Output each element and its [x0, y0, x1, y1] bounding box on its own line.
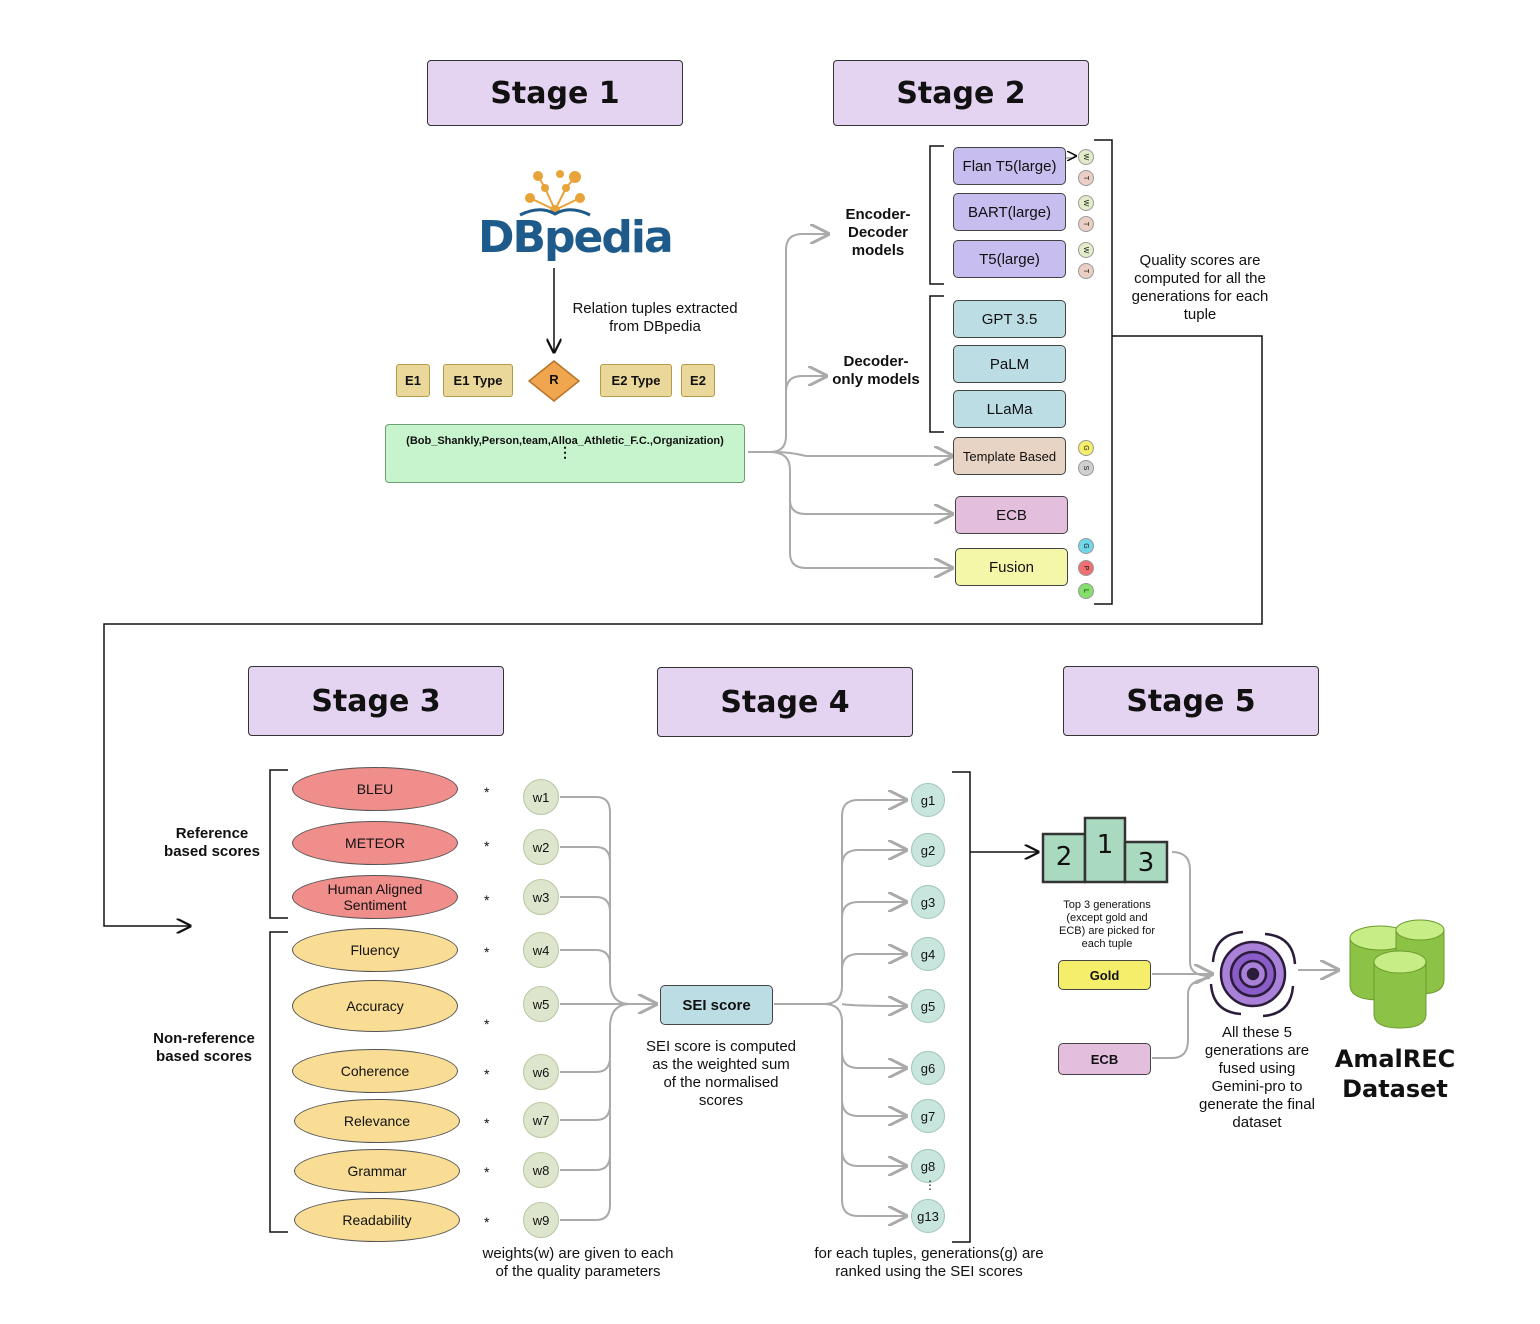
tuple-box: (Bob_Shankly,Person,team,Alloa_Athletic_…	[385, 424, 745, 483]
tuple-text: (Bob_Shankly,Person,team,Alloa_Athletic_…	[406, 435, 724, 447]
model-flan-t5: Flan T5(large)	[953, 147, 1066, 185]
gen-g4: g4	[911, 937, 945, 971]
weight-w4: w4	[523, 932, 559, 968]
fusion-box: Fusion	[955, 548, 1068, 586]
metric-meteor: METEOR	[292, 821, 458, 865]
weight-w1: w1	[523, 779, 559, 815]
gen-g5: g5	[911, 989, 945, 1023]
podium-rank-1: 1	[1096, 830, 1114, 860]
model-gpt35: GPT 3.5	[953, 300, 1066, 338]
galaxy-icon	[1209, 930, 1297, 1018]
metric-coherence: Coherence	[292, 1049, 458, 1093]
model-palm: PaLM	[953, 345, 1066, 383]
multiply-sign: *	[484, 1066, 490, 1082]
multiply-sign: *	[484, 1214, 490, 1230]
mini-g-icon: G	[1078, 440, 1094, 456]
metric-bleu: BLEU	[292, 767, 458, 811]
metric-relevance: Relevance	[294, 1099, 460, 1143]
weight-w8: w8	[523, 1152, 559, 1188]
gen-g3: g3	[911, 885, 945, 919]
gens-ellipsis: ⋮	[924, 1178, 936, 1192]
weight-w7: w7	[523, 1102, 559, 1138]
stage5-ecb-box: ECB	[1058, 1043, 1151, 1075]
weight-w9: w9	[523, 1202, 559, 1238]
gen-g1: g1	[911, 783, 945, 817]
metric-fluency: Fluency	[292, 928, 458, 972]
stage-3-header: Stage 3	[248, 666, 504, 736]
weight-w3: w3	[523, 879, 559, 915]
tag-e2-type: E2 Type	[600, 364, 672, 397]
multiply-sign: *	[484, 784, 490, 800]
mini-s-icon: S	[1078, 460, 1094, 476]
metric-readability: Readability	[294, 1198, 460, 1242]
metric-grammar: Grammar	[294, 1149, 460, 1193]
gen-g2: g2	[911, 833, 945, 867]
dbpedia-graph-icon	[519, 170, 591, 217]
mini-t-icon: T	[1078, 216, 1094, 232]
weight-w5: w5	[523, 986, 559, 1022]
podium-icon	[1041, 816, 1169, 884]
mini-g-icon: G	[1078, 538, 1094, 554]
dbpedia-logo-text: DBpedia	[478, 212, 674, 263]
metric-human-aligned-sentiment: Human Aligned Sentiment	[292, 875, 458, 919]
sei-score-box: SEI score	[660, 985, 773, 1025]
ecb-box: ECB	[955, 496, 1068, 534]
tag-e1: E1	[396, 364, 430, 397]
tag-e2: E2	[681, 364, 715, 397]
template-based: Template Based	[953, 437, 1066, 475]
dec-only-label: Decoder-only models	[832, 353, 920, 388]
weight-w6: w6	[523, 1054, 559, 1090]
mini-l-icon: L	[1078, 583, 1094, 599]
podium-rank-2: 2	[1055, 842, 1073, 872]
weight-w2: w2	[523, 829, 559, 865]
gen-g13: g13	[911, 1199, 945, 1233]
mini-w-icon: W	[1078, 149, 1094, 165]
stage-2-header: Stage 2	[833, 60, 1089, 126]
stage-5-header: Stage 5	[1063, 666, 1319, 736]
tuple-ellipsis: ⋮	[558, 444, 572, 460]
tag-e1-type: E1 Type	[443, 364, 513, 397]
multiply-sign: *	[484, 1115, 490, 1131]
mini-p-icon: P	[1078, 560, 1094, 576]
podium-rank-3: 3	[1137, 848, 1155, 878]
mini-t-icon: T	[1078, 263, 1094, 279]
model-t5: T5(large)	[953, 240, 1066, 278]
database-icon	[1349, 919, 1445, 1029]
multiply-sign: *	[484, 1016, 490, 1032]
model-llama: LLaMa	[953, 390, 1066, 428]
gold-box: Gold	[1058, 960, 1151, 990]
mini-w-icon: W	[1078, 195, 1094, 211]
relation-diamond: R	[528, 360, 580, 402]
gen-g8: g8	[911, 1149, 945, 1183]
stage-1-header: Stage 1	[427, 60, 683, 126]
model-bart: BART(large)	[953, 193, 1066, 231]
multiply-sign: *	[484, 892, 490, 908]
mini-t-icon: T	[1078, 170, 1094, 186]
gen-g7: g7	[911, 1099, 945, 1133]
multiply-sign: *	[484, 1164, 490, 1180]
multiply-sign: *	[484, 944, 490, 960]
multiply-sign: *	[484, 838, 490, 854]
mini-w-icon: W	[1078, 242, 1094, 258]
gen-g6: g6	[911, 1051, 945, 1085]
stage-4-header: Stage 4	[657, 667, 913, 737]
metric-accuracy: Accuracy	[292, 980, 458, 1032]
